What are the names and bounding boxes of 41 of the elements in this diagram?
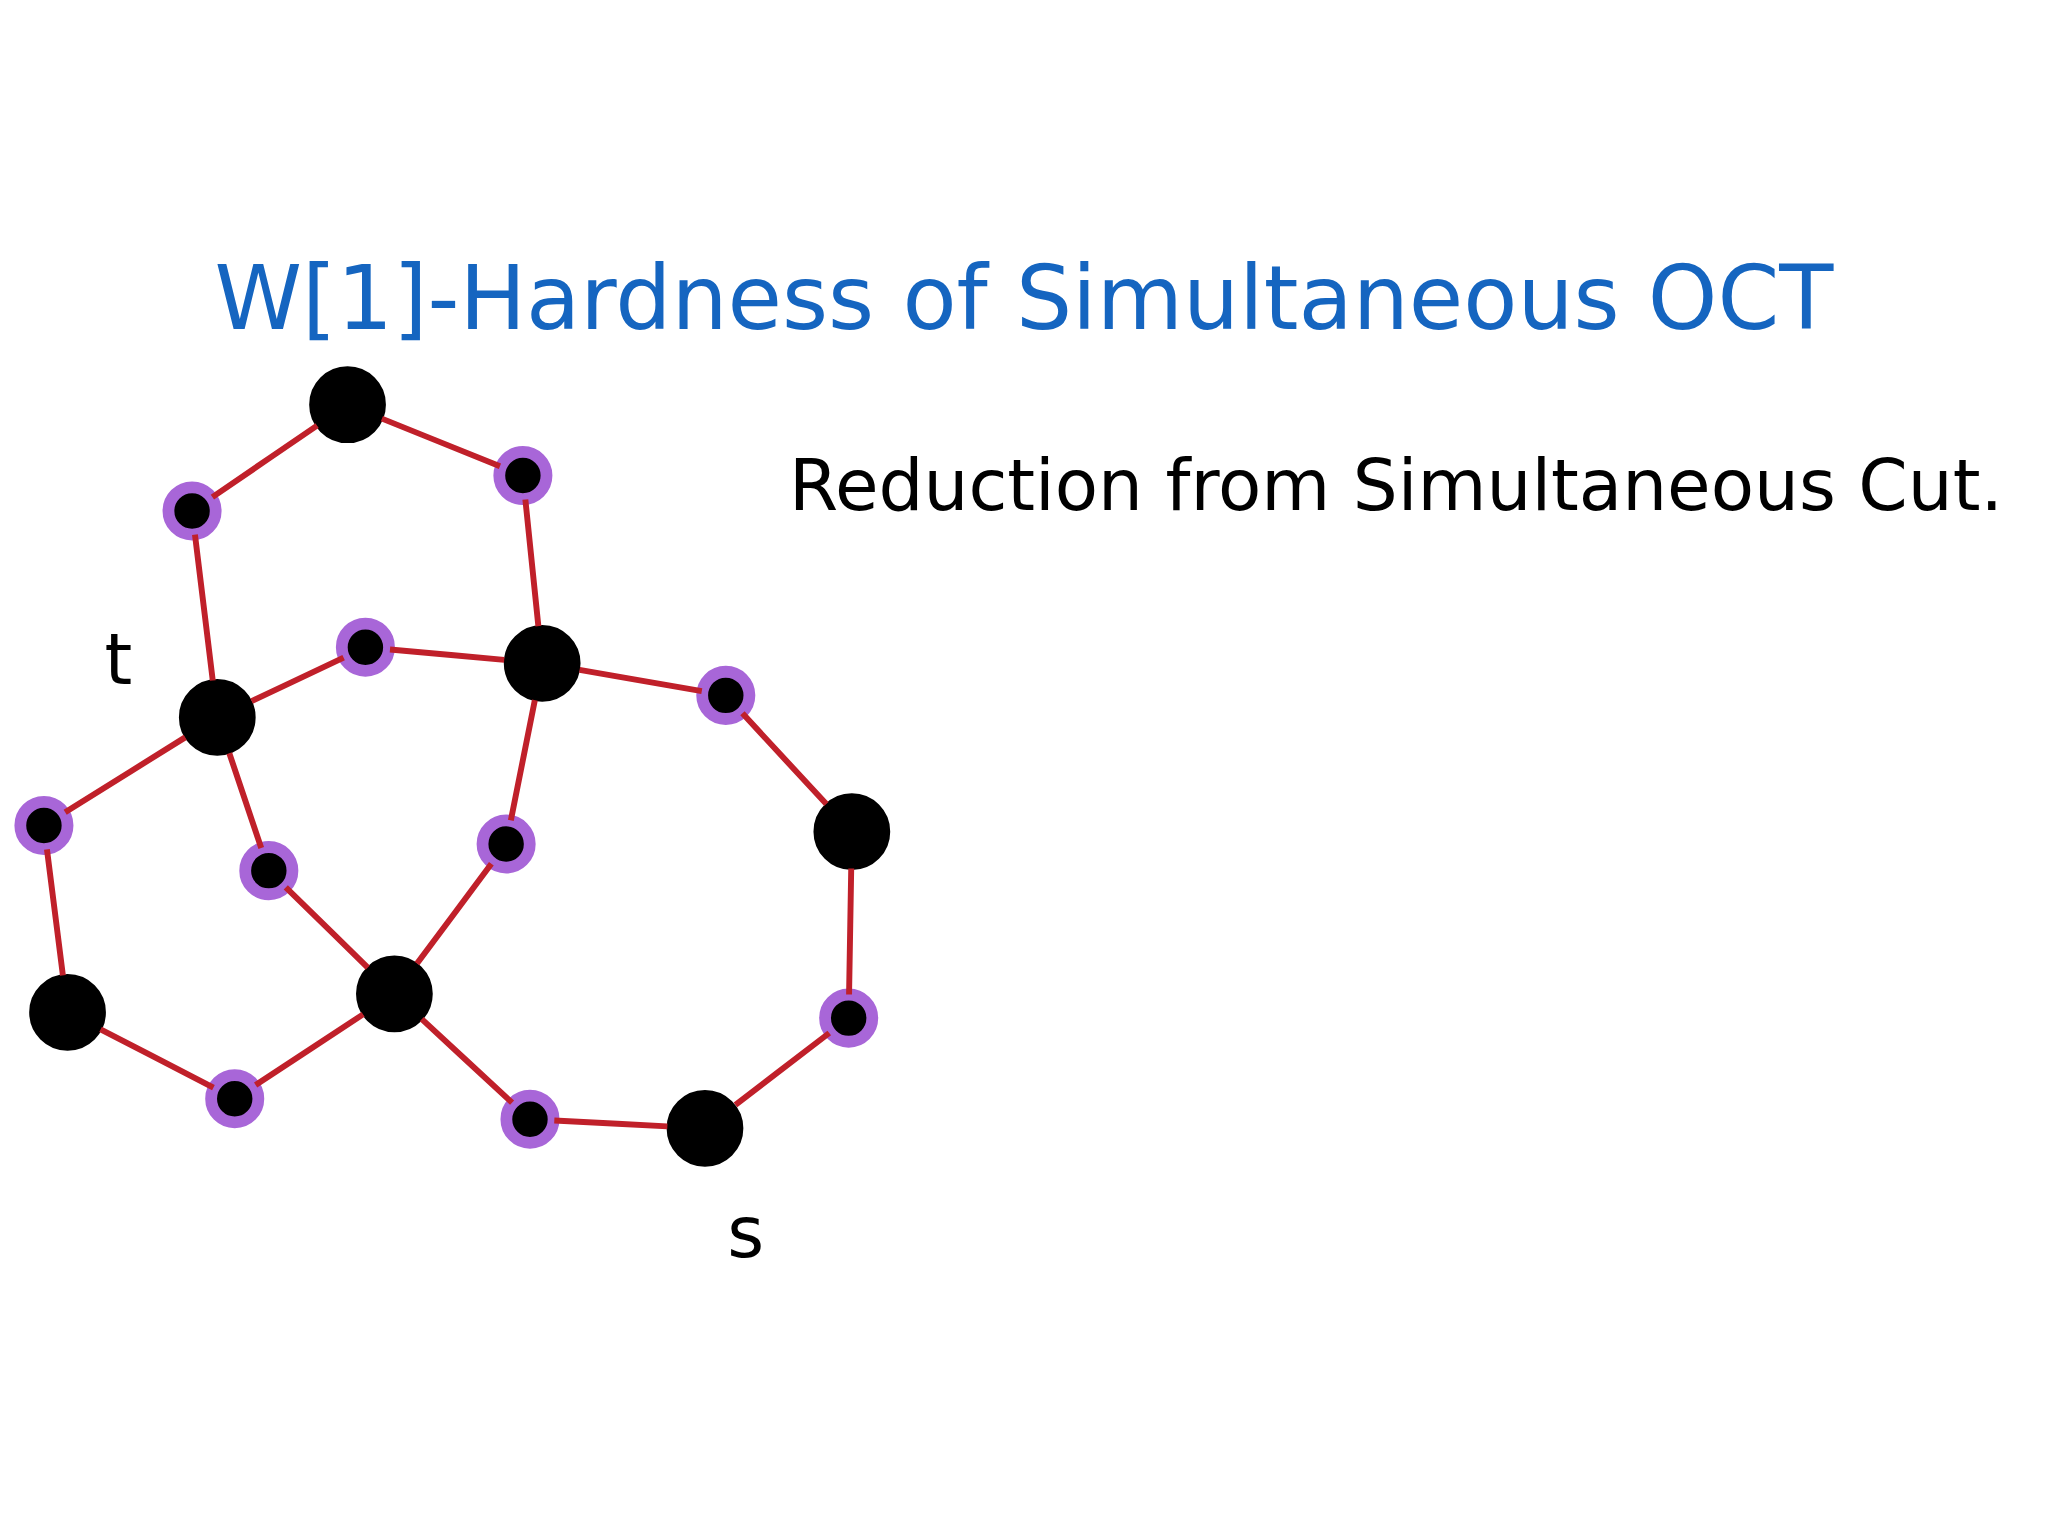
connector [192,534,216,681]
connector [419,1017,515,1105]
node-circle [476,814,536,874]
node-circle [493,446,553,506]
label: Reduction from Simultaneous Cut. [788,444,2003,528]
connector [99,1026,215,1091]
connector [846,868,855,995]
connector [554,1117,668,1130]
node-circle [813,793,891,870]
connector [522,499,542,627]
diagram-title: W[1]-Hardness of Simultaneous OCT [214,247,1834,351]
node-circle [14,795,74,855]
connector [44,848,66,976]
node-circle [666,1089,744,1167]
connector [389,646,505,663]
node-label: s [727,1191,765,1275]
connector [210,423,319,500]
node-circle [29,973,106,1051]
connector [507,699,538,821]
node-circle [503,624,581,702]
connector [733,1030,832,1108]
connector [380,415,502,470]
node-circle [819,988,879,1048]
node-circle [178,679,256,756]
connector [250,654,345,704]
node-circle [500,1089,560,1149]
connector [579,666,703,695]
node-circle [205,1069,265,1129]
connector [226,752,265,849]
node-circle [335,617,395,677]
node-circle [239,841,299,901]
node-circle [162,481,222,541]
node-circle [309,366,386,444]
connector [283,885,370,970]
connector [740,711,829,807]
node-circle [356,955,433,1033]
node-label: t [104,618,133,702]
connector [254,1011,365,1088]
node-circle [696,665,756,725]
connector [414,862,494,966]
connector [63,734,187,815]
